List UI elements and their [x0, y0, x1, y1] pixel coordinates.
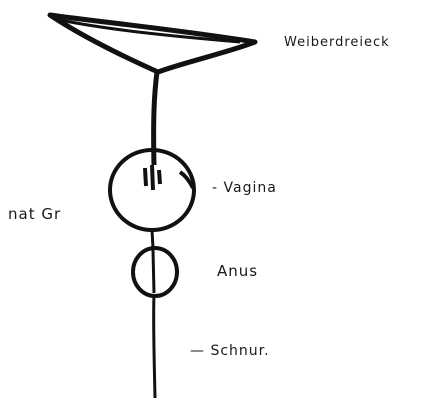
vagina-inner-marks: [145, 165, 160, 190]
schnur-cord-line: [154, 295, 155, 398]
label-schnur: — Schnur.: [190, 343, 270, 359]
label-scale-note: nat Gr: [8, 205, 61, 223]
label-anus: Anus: [217, 262, 258, 280]
label-weiberdreieck: Weiberdreieck: [284, 35, 390, 50]
label-vagina: - Vagina: [212, 180, 277, 196]
anus-inner-line: [153, 250, 154, 293]
middle-cord-line: [152, 230, 153, 248]
